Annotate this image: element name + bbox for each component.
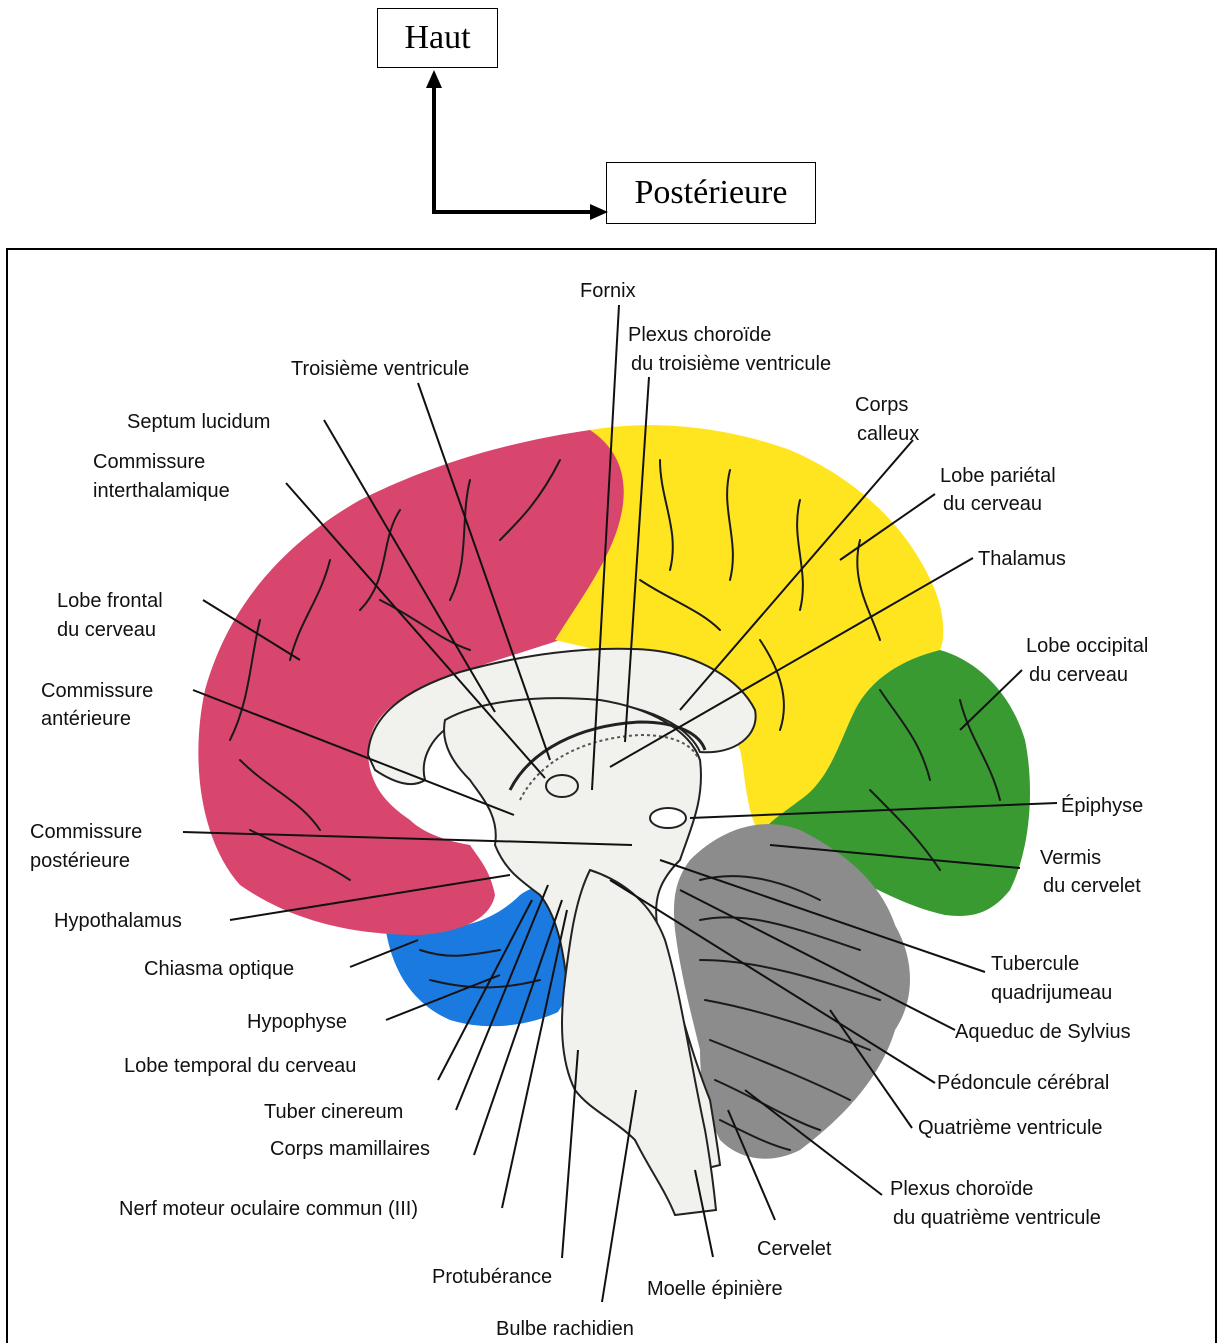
label-lobe-parietal-line2: du cerveau — [943, 493, 1042, 515]
label-aqueduc: Aqueduc de Sylvius — [955, 1021, 1131, 1043]
label-corps-calleux-line2: calleux — [857, 423, 919, 445]
label-plexus-4-line2: du quatrième ventricule — [893, 1207, 1101, 1229]
label-hypophyse: Hypophyse — [247, 1011, 347, 1033]
label-lobe-frontal-line1: Lobe frontal — [57, 590, 163, 612]
label-fornix: Fornix — [580, 280, 636, 302]
label-vermis-line1: Vermis — [1040, 847, 1101, 869]
label-lobe-temporal: Lobe temporal du cerveau — [124, 1055, 356, 1077]
label-quatrieme-ventricule: Quatrième ventricule — [918, 1117, 1103, 1139]
label-commissure-ant-line2: antérieure — [41, 708, 131, 730]
label-pedoncule: Pédoncule cérébral — [937, 1072, 1109, 1094]
label-lobe-occipital-line2: du cerveau — [1029, 664, 1128, 686]
label-hypothalamus: Hypothalamus — [54, 910, 182, 932]
label-nerf-moteur: Nerf moteur oculaire commun (III) — [119, 1198, 418, 1220]
label-tubercule-line2: quadrijumeau — [991, 982, 1112, 1004]
label-protuberance: Protubérance — [432, 1266, 552, 1288]
label-corps-mamillaires: Corps mamillaires — [270, 1138, 430, 1160]
label-commissure-post-line2: postérieure — [30, 850, 130, 872]
label-plexus-4-line1: Plexus choroïde — [890, 1178, 1033, 1200]
label-cervelet: Cervelet — [757, 1238, 832, 1260]
label-corps-calleux-line1: Corps — [855, 394, 908, 416]
label-tuber-cinereum: Tuber cinereum — [264, 1101, 403, 1123]
label-commissure-inter-line2: interthalamique — [93, 480, 230, 502]
label-thalamus: Thalamus — [978, 548, 1066, 570]
label-commissure-inter-line1: Commissure — [93, 451, 205, 473]
label-commissure-post-line1: Commissure — [30, 821, 142, 843]
label-lobe-frontal-line2: du cerveau — [57, 619, 156, 641]
label-septum-lucidum: Septum lucidum — [127, 411, 270, 433]
pineal-gland — [650, 808, 686, 828]
label-vermis-line2: du cervelet — [1043, 875, 1141, 897]
label-bulbe: Bulbe rachidien — [496, 1318, 634, 1340]
label-chiasma: Chiasma optique — [144, 958, 294, 980]
label-troisieme-ventricule: Troisième ventricule — [291, 358, 469, 380]
label-moelle: Moelle épinière — [647, 1278, 783, 1300]
label-commissure-ant-line1: Commissure — [41, 680, 153, 702]
label-plexus-3-line2: du troisième ventricule — [631, 353, 831, 375]
label-lobe-parietal-line1: Lobe pariétal — [940, 465, 1056, 487]
label-epiphyse: Épiphyse — [1061, 794, 1143, 817]
label-tubercule-line1: Tubercule — [991, 953, 1079, 975]
label-plexus-3-line1: Plexus choroïde — [628, 324, 771, 346]
label-lobe-occipital-line1: Lobe occipital — [1026, 635, 1148, 657]
